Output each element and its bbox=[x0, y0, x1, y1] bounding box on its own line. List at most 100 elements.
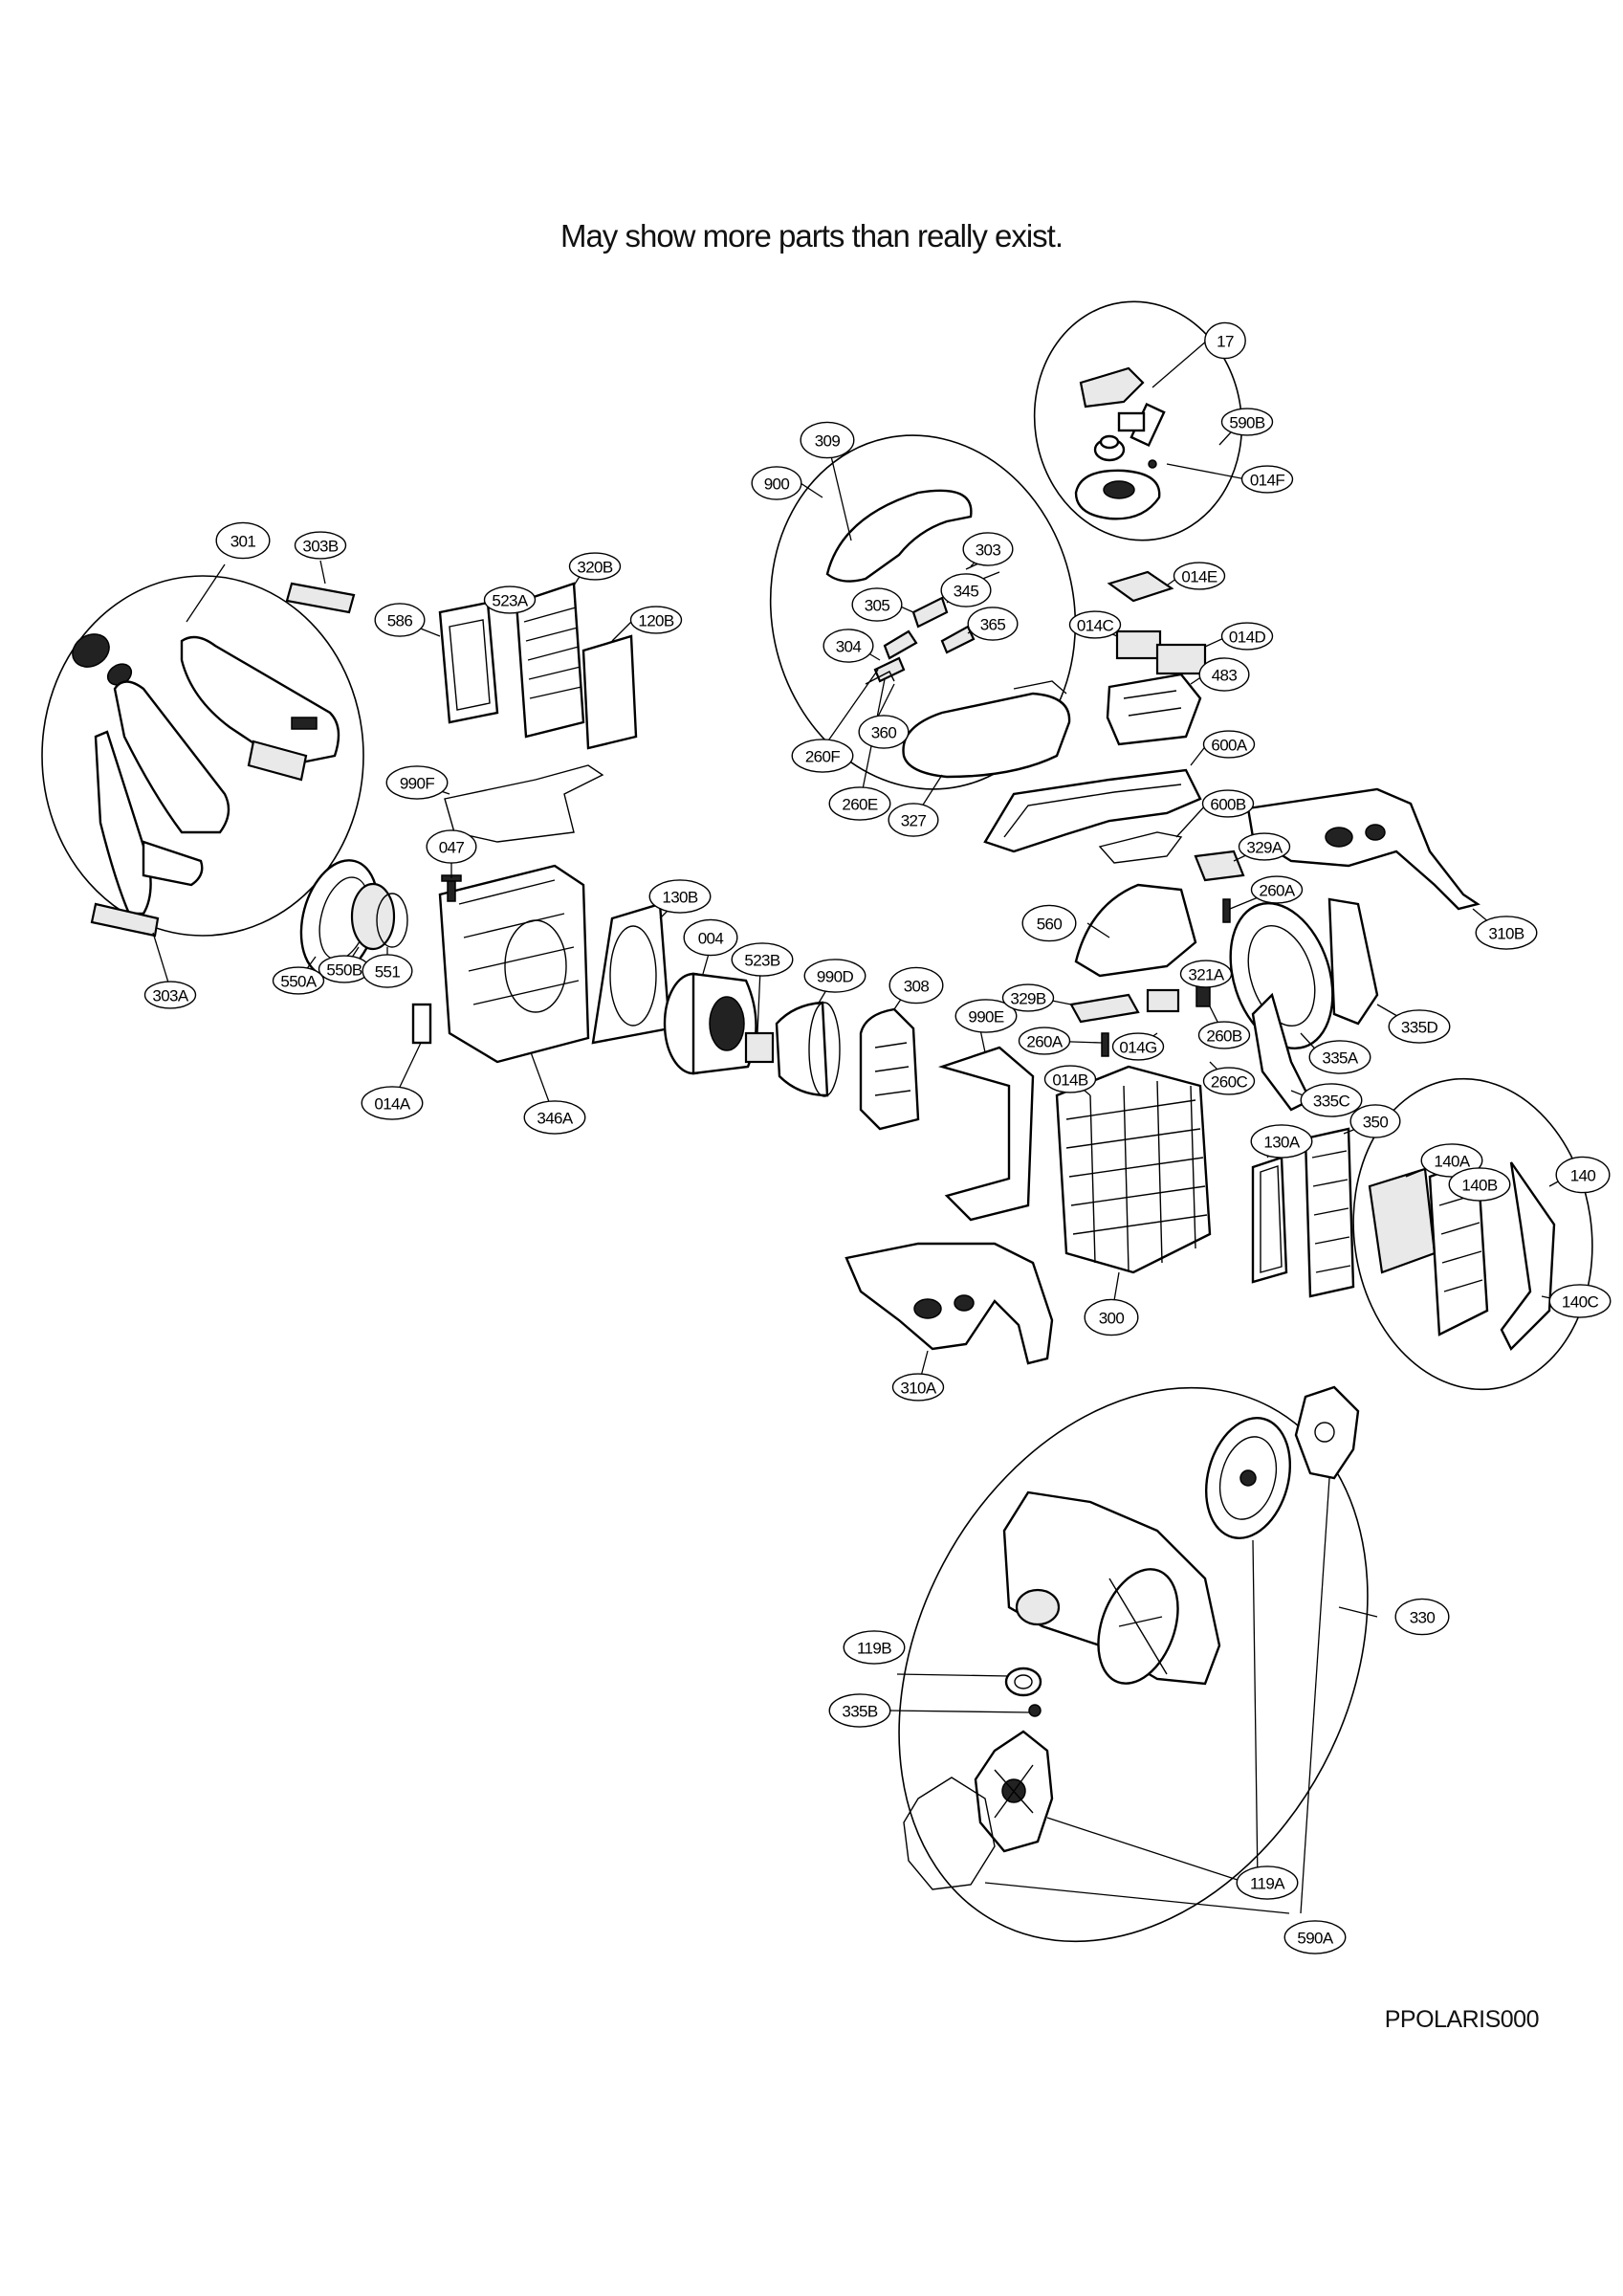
callout-120b: 120B bbox=[629, 606, 683, 634]
part-clip-014A bbox=[411, 1003, 432, 1045]
callout-119a: 119A bbox=[1236, 1866, 1299, 1900]
callout-bubble bbox=[1202, 730, 1256, 759]
callout-bubble bbox=[1250, 1124, 1313, 1159]
part-motor-004 bbox=[663, 972, 757, 1075]
callout-600b: 600B bbox=[1201, 789, 1255, 818]
callout-335d: 335D bbox=[1388, 1009, 1451, 1044]
callout-305: 305 bbox=[851, 587, 903, 622]
callout-bubble bbox=[1201, 789, 1255, 818]
part-wheel-cap bbox=[1294, 1385, 1360, 1480]
callout-text: 119B bbox=[857, 1640, 891, 1658]
callout-523a: 523A bbox=[483, 585, 537, 614]
callout-text: 120B bbox=[638, 612, 674, 630]
callout-bubble bbox=[483, 585, 537, 614]
group-outlines bbox=[41, 300, 1593, 1943]
callout-text: 600B bbox=[1210, 796, 1246, 814]
callout-bubble bbox=[1068, 610, 1122, 639]
callout-047: 047 bbox=[426, 829, 477, 864]
callout-310b: 310B bbox=[1475, 916, 1538, 950]
part-filter-350 bbox=[1304, 1127, 1355, 1298]
part-axle-335B bbox=[1028, 1704, 1042, 1717]
callout-bubble bbox=[791, 739, 854, 773]
part-grille-303B bbox=[285, 582, 356, 614]
callout-text: 260B bbox=[1206, 1027, 1242, 1046]
callout-text: 335D bbox=[1401, 1019, 1438, 1037]
callout-335c: 335C bbox=[1300, 1083, 1363, 1117]
callout-bubble bbox=[751, 466, 802, 500]
callout-text: 329B bbox=[1010, 990, 1046, 1008]
part-dust-container-300 bbox=[1055, 1065, 1212, 1274]
callout-text: 590A bbox=[1297, 1930, 1334, 1948]
callout-bubble bbox=[731, 942, 794, 977]
callout-text: 014D bbox=[1229, 629, 1266, 647]
callout-text: 990D bbox=[817, 968, 854, 986]
callout-bubble bbox=[683, 918, 738, 957]
callout-text: 329A bbox=[1246, 839, 1283, 857]
callout-260b: 260B bbox=[1197, 1021, 1251, 1049]
callout-014c: 014C bbox=[1068, 610, 1122, 639]
callout-text: 360 bbox=[871, 724, 897, 742]
callout-260e: 260E bbox=[828, 786, 891, 821]
callout-329a: 329A bbox=[1238, 832, 1291, 861]
callout-text: 014A bbox=[374, 1095, 411, 1114]
callout-text: 014B bbox=[1052, 1071, 1088, 1090]
part-filter-frame-586 bbox=[438, 601, 499, 724]
callout-17: 17 bbox=[1204, 321, 1246, 360]
callout-bubble bbox=[888, 966, 944, 1004]
callout-bubble bbox=[1220, 622, 1274, 651]
callout-014d: 014D bbox=[1220, 622, 1274, 651]
callout-345: 345 bbox=[940, 573, 992, 607]
callout-014a: 014A bbox=[361, 1086, 424, 1120]
callout-004: 004 bbox=[683, 918, 738, 957]
callout-303b: 303B bbox=[294, 531, 347, 560]
callout-bubble bbox=[1238, 832, 1291, 861]
callout-bubble bbox=[1555, 1156, 1611, 1194]
callout-text: 365 bbox=[980, 616, 1006, 634]
part-handle-assembly bbox=[72, 633, 340, 916]
callout-text: 140B bbox=[1461, 1177, 1498, 1195]
callout-text: 310B bbox=[1488, 925, 1524, 943]
callout-bubble bbox=[1236, 1866, 1299, 1900]
part-pad-120B bbox=[581, 634, 638, 750]
part-wheel-large bbox=[1204, 1417, 1292, 1539]
callout-text: 17 bbox=[1217, 333, 1234, 351]
callout-bubble bbox=[1388, 1009, 1451, 1044]
callout-bubble bbox=[1308, 1040, 1371, 1074]
callout-text: 550B bbox=[326, 961, 362, 980]
callout-550b: 550B bbox=[318, 955, 371, 983]
callout-text: 303 bbox=[976, 541, 1001, 560]
callout-text: 523A bbox=[492, 592, 529, 610]
callout-text: 900 bbox=[764, 475, 790, 494]
callout-bubble bbox=[629, 606, 683, 634]
callout-bubble bbox=[1220, 408, 1274, 436]
callout-bubble bbox=[888, 803, 939, 837]
part-wheel-119A bbox=[974, 1730, 1054, 1853]
part-filter-frame-130A bbox=[1251, 1156, 1288, 1284]
part-latch-329A bbox=[1194, 850, 1245, 882]
callout-text: 335C bbox=[1313, 1093, 1350, 1111]
callout-bubble bbox=[1018, 1027, 1071, 1055]
part-small-wheel-119B bbox=[1004, 1667, 1042, 1697]
callout-text: 330 bbox=[1410, 1609, 1436, 1627]
callout-text: 047 bbox=[439, 839, 465, 857]
callout-bubble bbox=[215, 521, 271, 560]
callout-text: 300 bbox=[1099, 1310, 1125, 1328]
callout-335a: 335A bbox=[1308, 1040, 1371, 1074]
group-ellipse-cover bbox=[769, 434, 1077, 790]
part-cyclone-housing-327 bbox=[902, 680, 1071, 779]
callout-bubble bbox=[1349, 1104, 1401, 1138]
callout-900: 900 bbox=[751, 466, 802, 500]
callout-119b: 119B bbox=[843, 1630, 906, 1665]
callout-text: 586 bbox=[387, 612, 413, 630]
part-base-330 bbox=[1002, 1490, 1221, 1686]
callout-text: 303B bbox=[302, 538, 339, 556]
callout-483: 483 bbox=[1198, 657, 1250, 692]
callout-bubble bbox=[1198, 657, 1250, 692]
callout-bubble bbox=[143, 981, 197, 1009]
callout-bubble bbox=[891, 1373, 945, 1402]
callout-bubble bbox=[1197, 1021, 1251, 1049]
callout-bubble bbox=[1548, 1284, 1612, 1318]
callout-text: 304 bbox=[836, 638, 862, 656]
